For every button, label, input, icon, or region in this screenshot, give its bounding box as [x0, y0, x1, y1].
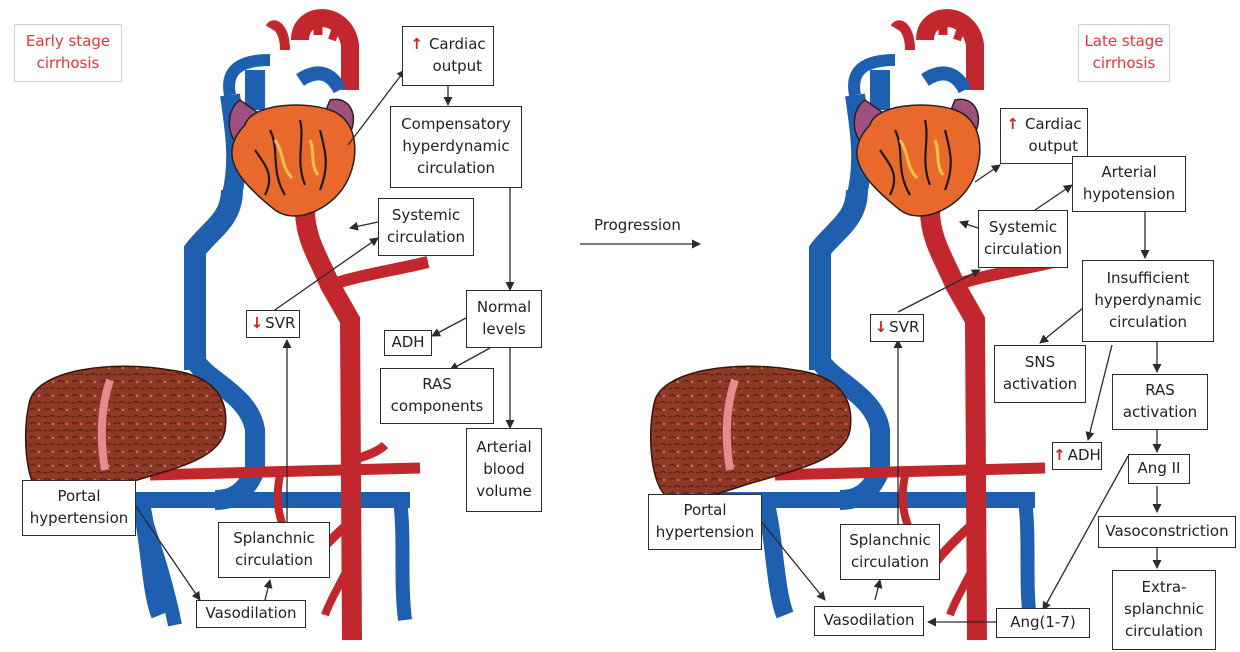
early-cardiac-line2: output	[433, 56, 482, 78]
late-extra-line3: circulation	[1125, 621, 1203, 643]
up-arrow-icon: ↑	[410, 34, 423, 56]
late-extra-line1: Extra-	[1141, 577, 1186, 599]
late-sns-line2: activation	[1003, 374, 1077, 396]
late-adh-label: ADH	[1068, 445, 1101, 467]
early-arterial-volume-box: Arterial blood volume	[466, 428, 542, 512]
late-cardiac-line2: output	[1029, 136, 1078, 158]
early-vasodilation-label: Vasodilation	[205, 603, 296, 625]
down-arrow-icon: ↓	[251, 313, 264, 335]
early-normal-line1: Normal	[477, 297, 531, 319]
late-ang2-label: Ang II	[1138, 458, 1181, 480]
early-compensatory-line1: Compensatory	[401, 114, 511, 136]
late-splanchnic-line1: Splanchnic	[849, 530, 931, 552]
early-splanchnic-line1: Splanchnic	[233, 528, 315, 550]
late-insufficient-line3: circulation	[1109, 312, 1187, 334]
late-portal-box: Portal hypertension	[648, 494, 762, 550]
early-adh-label: ADH	[391, 332, 424, 354]
late-ang2-box: Ang II	[1128, 454, 1190, 484]
up-arrow-icon: ↑	[1006, 114, 1019, 136]
late-vasoconstriction-box: Vasoconstriction	[1098, 516, 1236, 548]
late-systemic-box: Systemic circulation	[978, 210, 1068, 268]
early-svr-label: SVR	[265, 313, 295, 335]
early-ras-line1: RAS	[422, 374, 452, 396]
late-vasodilation-box: Vasodilation	[814, 606, 924, 636]
late-systemic-line1: Systemic	[989, 217, 1057, 239]
early-vasodilation-box: Vasodilation	[196, 600, 306, 628]
early-systemic-box: Systemic circulation	[378, 198, 474, 256]
late-ras-line2: activation	[1123, 402, 1197, 424]
down-arrow-icon: ↓	[875, 317, 888, 339]
early-ras-box: RAS components	[380, 368, 494, 424]
early-ras-line2: components	[391, 396, 484, 418]
late-vasodilation-label: Vasodilation	[823, 610, 914, 632]
early-cardiac-line1: Cardiac	[429, 34, 486, 56]
early-svr-box: ↓ SVR	[246, 310, 300, 338]
late-arterial-hypotension-box: Arterial hypotension	[1072, 156, 1186, 212]
late-systemic-line2: circulation	[984, 239, 1062, 261]
late-splanchnic-box: Splanchnic circulation	[840, 524, 940, 580]
early-normal-levels-box: Normal levels	[466, 290, 542, 348]
early-splanchnic-box: Splanchnic circulation	[218, 522, 330, 578]
early-arterial-line1: Arterial	[476, 437, 531, 459]
early-arterial-line2: blood	[483, 459, 525, 481]
early-portal-line1: Portal	[57, 486, 100, 508]
early-systemic-line2: circulation	[387, 227, 465, 249]
late-insufficient-line2: hyperdynamic	[1094, 290, 1201, 312]
early-stage-label-line1: Early stage	[26, 31, 110, 53]
late-portal-line2: hypertension	[656, 522, 755, 544]
early-compensatory-line2: hyperdynamic	[402, 136, 509, 158]
early-splanchnic-line2: circulation	[235, 550, 313, 572]
late-insufficient-box: Insufficient hyperdynamic circulation	[1082, 260, 1214, 342]
late-arterial-line2: hypotension	[1083, 184, 1175, 206]
late-insufficient-line1: Insufficient	[1107, 268, 1190, 290]
early-portal-line2: hypertension	[30, 508, 129, 530]
early-arterial-line3: volume	[476, 481, 532, 503]
late-stage-label: Late stage cirrhosis	[1078, 24, 1170, 82]
late-extra-line2: splanchnic	[1124, 599, 1204, 621]
progression-label: Progression	[594, 216, 681, 234]
late-sns-box: SNS activation	[994, 345, 1086, 403]
early-compensatory-box: Compensatory hyperdynamic circulation	[390, 106, 522, 188]
up-arrow-icon: ↑	[1053, 445, 1066, 467]
late-stage-label-line1: Late stage	[1084, 31, 1163, 53]
late-splanchnic-line2: circulation	[851, 552, 929, 574]
late-ras-line1: RAS	[1145, 380, 1175, 402]
late-portal-line1: Portal	[683, 500, 726, 522]
early-stage-label: Early stage cirrhosis	[14, 24, 122, 82]
late-sns-line1: SNS	[1025, 352, 1055, 374]
early-compensatory-line3: circulation	[417, 158, 495, 180]
late-cardiac-line1: Cardiac	[1025, 114, 1082, 136]
early-stage-label-line2: cirrhosis	[37, 53, 100, 75]
late-extra-splanchnic-box: Extra- splanchnic circulation	[1112, 570, 1216, 650]
late-ang17-box: Ang(1-7)	[996, 608, 1090, 638]
late-ang17-label: Ang(1-7)	[1010, 612, 1076, 634]
late-vasoconstriction-label: Vasoconstriction	[1105, 521, 1228, 543]
late-arterial-line1: Arterial	[1101, 162, 1156, 184]
late-svr-label: SVR	[889, 317, 919, 339]
late-adh-box: ↑ ADH	[1052, 442, 1102, 470]
early-adh-box: ADH	[384, 330, 432, 356]
early-normal-line2: levels	[482, 319, 525, 341]
late-stage-label-line2: cirrhosis	[1093, 53, 1156, 75]
early-cardiac-output-box: ↑ Cardiac output	[402, 26, 494, 86]
early-systemic-line1: Systemic	[392, 205, 460, 227]
late-svr-box: ↓ SVR	[870, 314, 924, 342]
late-ras-activation-box: RAS activation	[1112, 374, 1208, 430]
early-portal-box: Portal hypertension	[22, 480, 136, 536]
